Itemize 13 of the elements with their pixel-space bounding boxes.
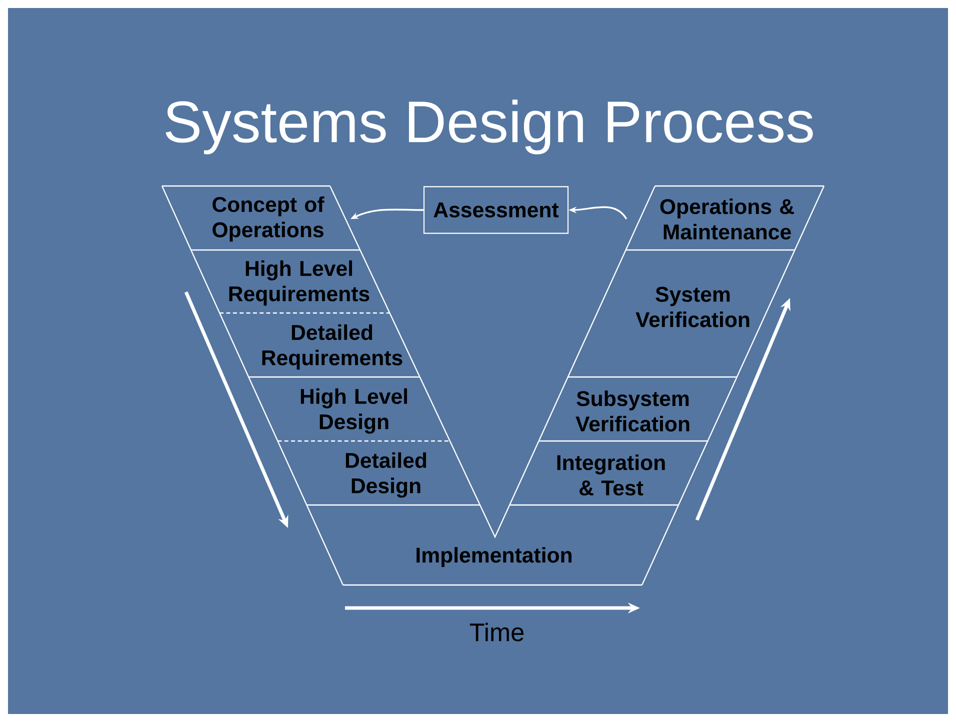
stage-band: Subsystem Verification [538, 376, 738, 442]
stage-band: High Level Design [248, 376, 450, 442]
stage-band: System Verification [567, 249, 796, 378]
title: Systems Design Process [166, 100, 813, 154]
stage-band: Detailed Requirements [219, 312, 420, 378]
stage-band: Detailed Design [277, 440, 481, 506]
stage-band: Operations & Maintenance [625, 185, 825, 251]
axis-label: Time [470, 622, 524, 642]
stage-band: High Level Requirements [190, 249, 390, 314]
stage-band: Integration & Test [509, 440, 708, 506]
stage-band: Concept of Operations [161, 185, 361, 251]
stage-band: Implementation [306, 504, 680, 586]
process-box: Assessment [423, 186, 569, 234]
